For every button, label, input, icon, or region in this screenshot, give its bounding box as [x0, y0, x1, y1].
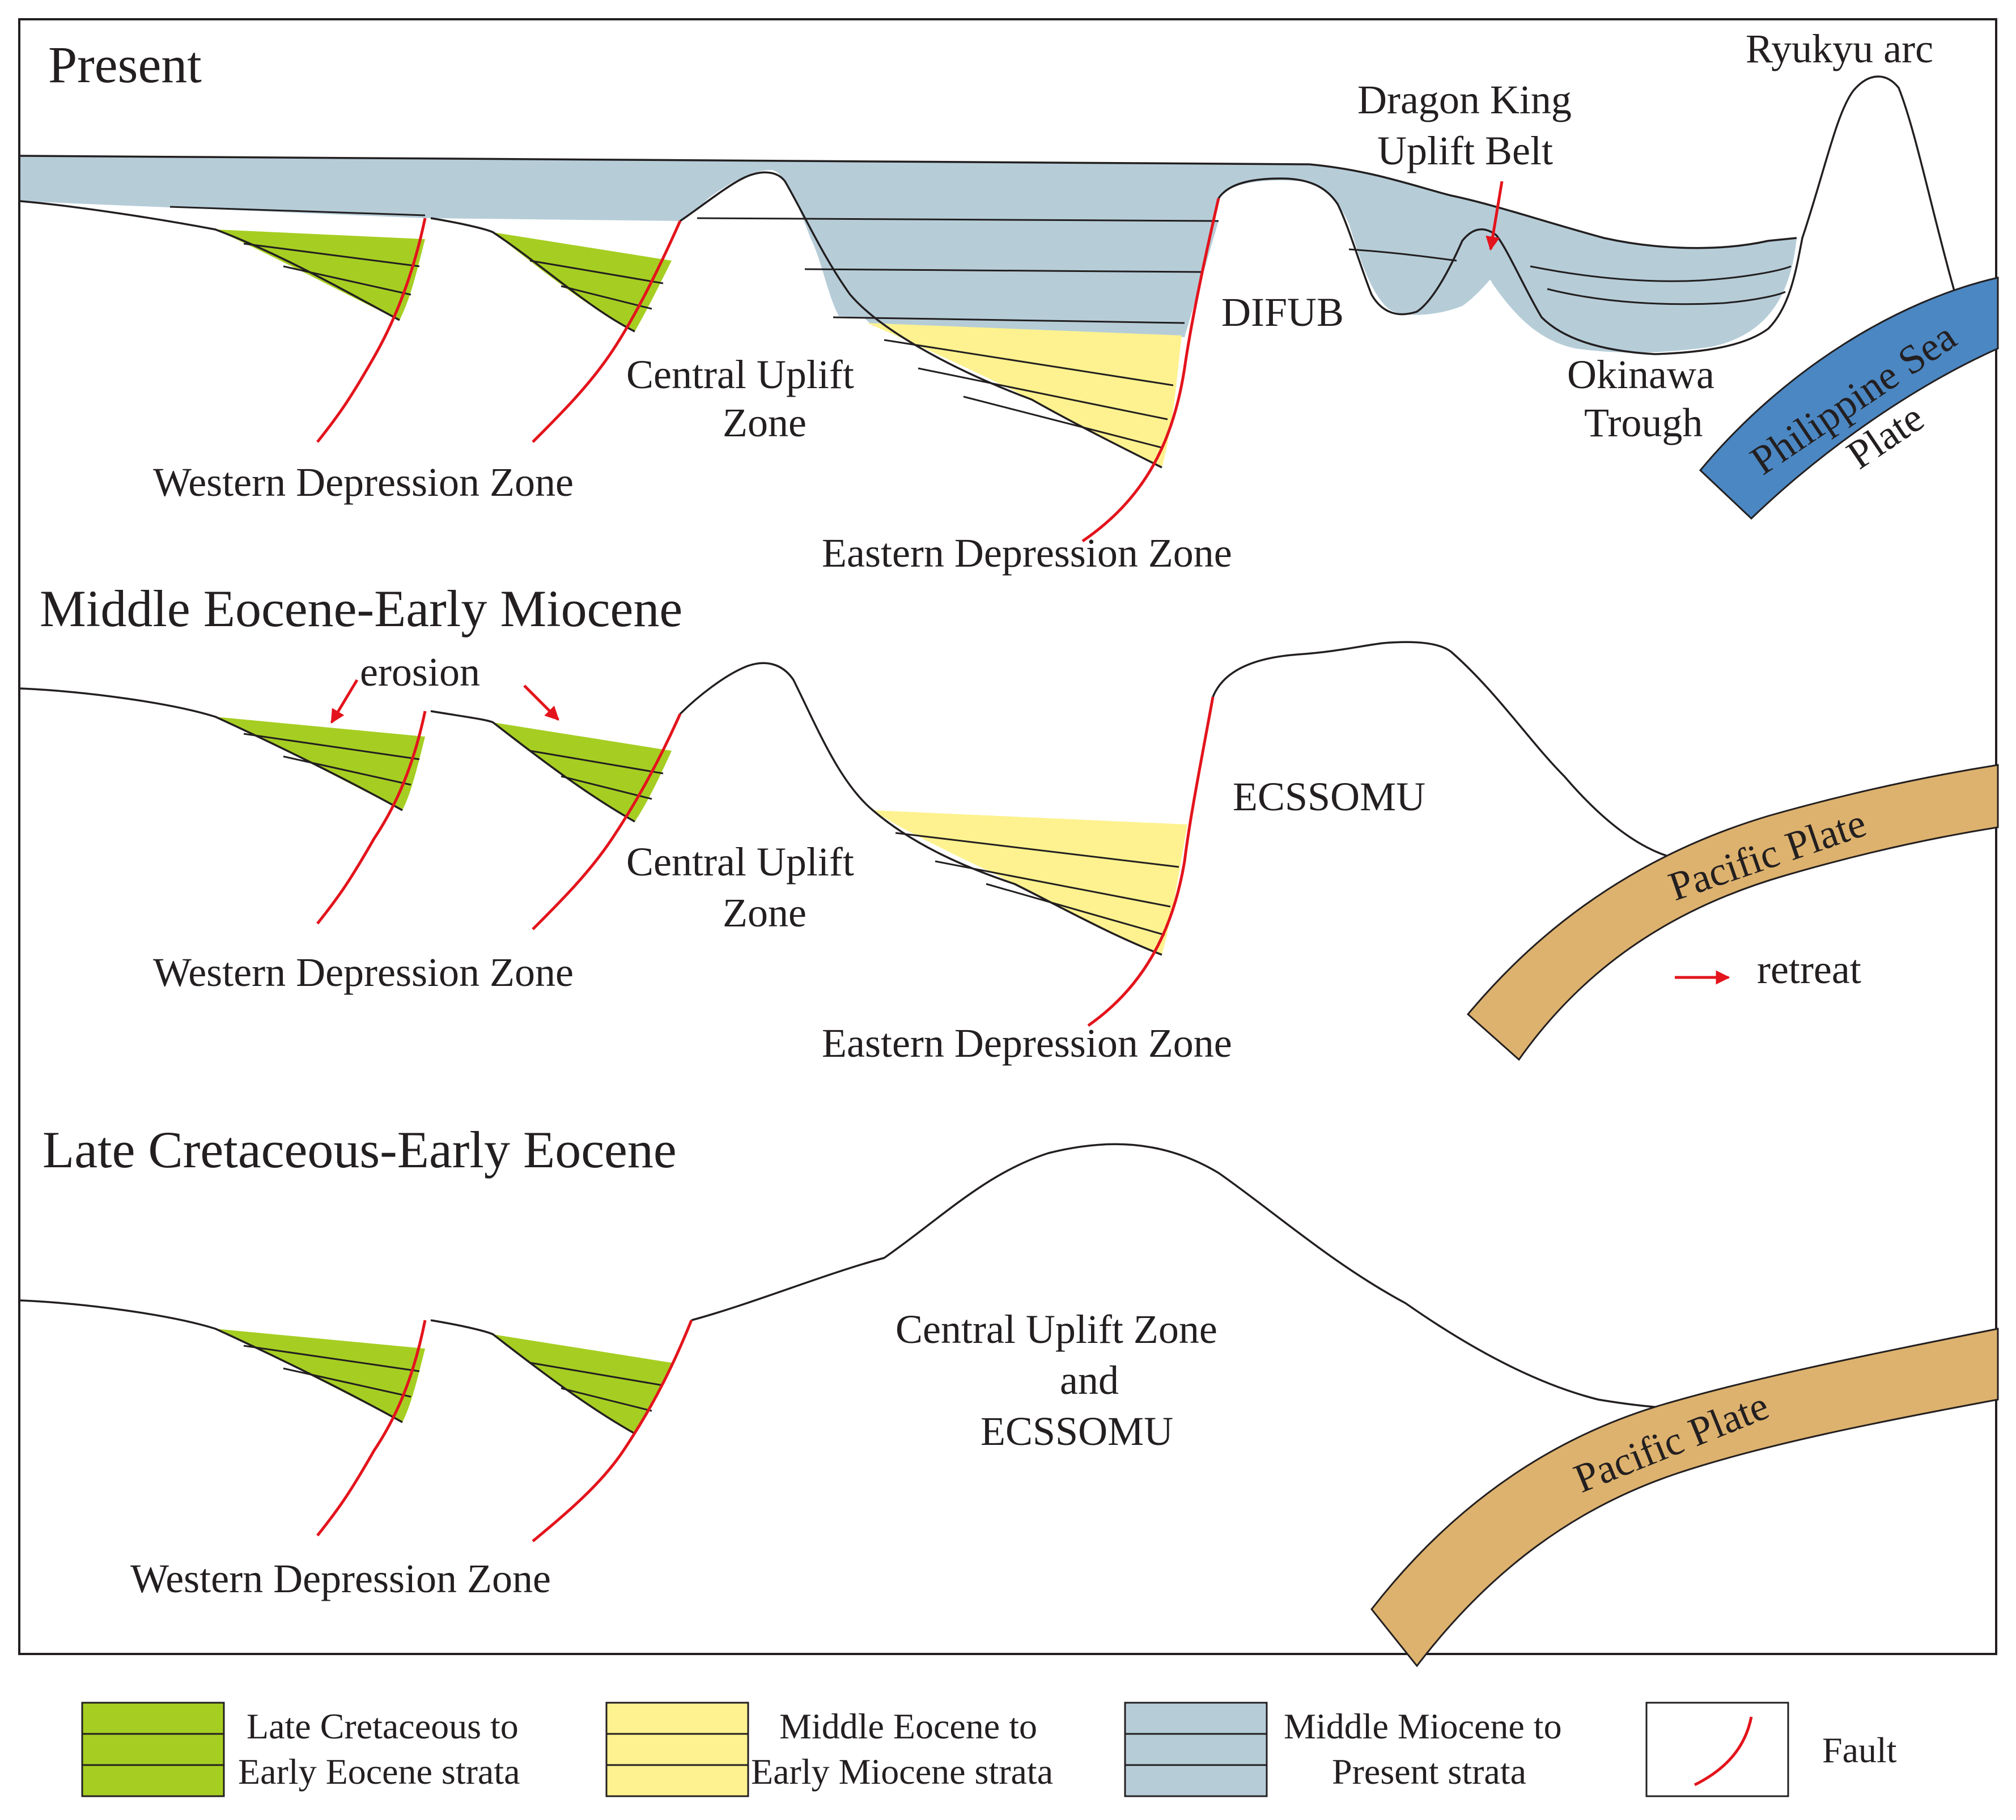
label-central-uplift-middle-1: Central Uplift	[626, 839, 854, 885]
label-ryukyu-arc: Ryukyu arc	[1746, 26, 1933, 71]
legend-label-yellow-1: Middle Eocene to	[779, 1706, 1037, 1746]
label-central-uplift-late-2: and	[1060, 1358, 1119, 1403]
pacific-plate-late	[1370, 1328, 1999, 1668]
yellow-strata	[867, 323, 1182, 467]
label-okinawa-2: Trough	[1584, 400, 1703, 445]
green-strata-east	[493, 232, 672, 331]
legend-item-yellow: Middle Eocene to Early Miocene strata	[605, 1702, 1053, 1797]
label-western-depression-late: Western Depression Zone	[130, 1556, 551, 1601]
label-central-uplift-middle-2: Zone	[723, 890, 807, 935]
panel-title-middle: Middle Eocene-Early Miocene	[40, 580, 682, 637]
fault-3	[1081, 198, 1220, 543]
green-strata-swatch	[81, 1702, 225, 1797]
label-erosion: erosion	[360, 649, 480, 695]
legend-label-blue-2: Present strata	[1332, 1751, 1526, 1792]
panel-middle: Middle Eocene-Early Miocene erosion ECSS…	[20, 580, 1999, 1066]
eastern-depression-blue	[805, 221, 1219, 337]
label-central-uplift-late-3: ECSSOMU	[981, 1409, 1173, 1454]
green-strata-west-middle	[215, 717, 425, 810]
blue-strata-swatch	[1124, 1702, 1268, 1797]
fault-swatch	[1645, 1702, 1789, 1797]
legend-label-green-2: Early Eocene strata	[238, 1751, 520, 1792]
label-western-depression: Western Depression Zone	[153, 460, 574, 505]
label-okinawa-1: Okinawa	[1567, 352, 1714, 397]
label-central-uplift-late-1: Central Uplift Zone	[895, 1307, 1217, 1352]
yellow-strata-middle	[873, 810, 1187, 955]
panel-late: Late Cretaceous-Early Eocene Central Upl…	[20, 1121, 1999, 1668]
panel-present: Present Ryukyu arc Dragon King Uplift Be…	[20, 26, 1999, 576]
dragon-king-arrow	[1486, 181, 1504, 251]
panel-title-present: Present	[48, 36, 202, 93]
erosion-arrow-right	[523, 684, 559, 721]
green-strata-east-late	[493, 1334, 672, 1434]
panel-title-late: Late Cretaceous-Early Eocene	[43, 1121, 677, 1179]
label-central-uplift-1: Central Uplift	[626, 352, 854, 397]
legend-item-blue: Middle Miocene to Present strata	[1124, 1702, 1562, 1797]
legend-item-green: Late Cretaceous to Early Eocene strata	[81, 1702, 520, 1797]
yellow-strata-swatch	[605, 1702, 749, 1797]
label-difub: DIFUB	[1221, 290, 1344, 335]
label-retreat: retreat	[1757, 947, 1861, 992]
label-dragon-king-2: Uplift Belt	[1377, 128, 1553, 173]
green-strata-east-middle	[493, 722, 672, 822]
label-ecssomu-middle: ECSSOMU	[1233, 774, 1425, 819]
label-eastern-depression: Eastern Depression Zone	[822, 530, 1232, 576]
diagram-frame	[18, 18, 1997, 1655]
fault-2	[532, 220, 682, 443]
legend-label-blue-1: Middle Miocene to	[1284, 1706, 1562, 1746]
label-dragon-king-1: Dragon King	[1357, 77, 1572, 122]
label-eastern-depression-middle: Eastern Depression Zone	[822, 1020, 1232, 1066]
legend-label-green-1: Late Cretaceous to	[247, 1706, 519, 1746]
label-western-depression-middle: Western Depression Zone	[153, 950, 574, 995]
pacific-plate-middle	[1466, 764, 1999, 1061]
green-strata-west-late	[215, 1329, 425, 1422]
label-central-uplift-2: Zone	[723, 400, 807, 445]
legend-label-yellow-2: Early Miocene strata	[751, 1751, 1053, 1792]
legend-item-fault: Fault	[1645, 1702, 1897, 1797]
legend-label-fault: Fault	[1822, 1730, 1897, 1770]
fault-1	[316, 218, 427, 443]
erosion-arrow-left	[330, 679, 359, 724]
legend: Late Cretaceous to Early Eocene strata M…	[81, 1702, 1897, 1797]
philippine-sea-plate	[1699, 277, 1999, 520]
